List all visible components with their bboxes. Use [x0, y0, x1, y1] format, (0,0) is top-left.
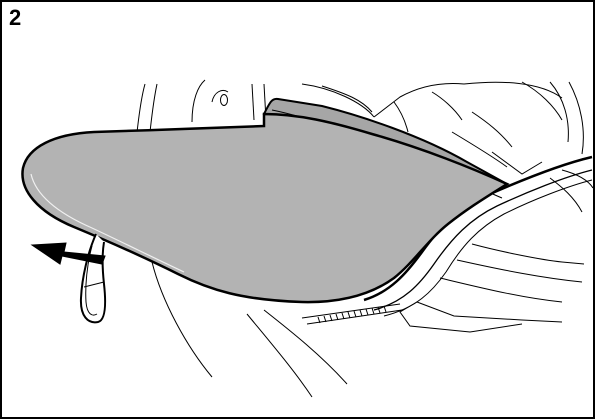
floor-panel-edge-highlight	[30, 173, 185, 273]
step-number: 2	[9, 5, 22, 30]
pull-direction-arrow-icon	[30, 242, 106, 265]
pull-strap-handle-icon	[79, 233, 107, 324]
trunk-interior-lines	[134, 79, 593, 398]
floor-panel-main	[21, 112, 510, 304]
